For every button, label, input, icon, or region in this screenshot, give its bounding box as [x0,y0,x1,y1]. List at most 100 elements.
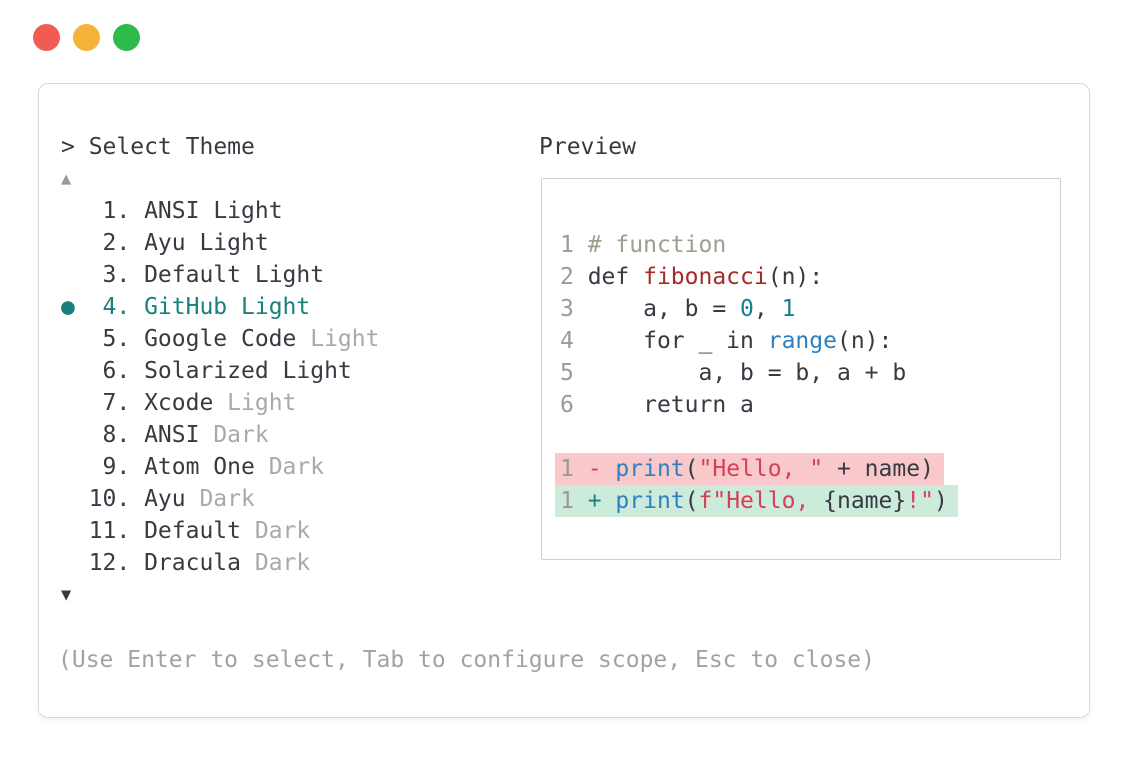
token-call: print [615,456,685,482]
scroll-down-indicator[interactable]: ▼ [61,585,72,605]
theme-item-suffix: Dark [199,486,255,512]
theme-item-label: Ayu [144,230,200,256]
theme-item-ayu-light[interactable]: 2. Ayu Light [61,227,379,259]
theme-item-suffix: Light [199,230,269,256]
theme-item-default-light[interactable]: 3. Default Light [61,259,379,291]
theme-item-number: 1. [102,198,131,224]
theme-item-label: Solarized [144,358,283,384]
line-number: 1 [560,232,588,258]
code-line-added: 1 + print(f"Hello, {name}!") [555,485,958,517]
token-text: return a [587,392,754,418]
token-text: a, b = [587,296,741,322]
theme-item-atom-one-dark[interactable]: 9. Atom One Dark [61,451,379,483]
minimize-button[interactable] [73,24,100,51]
code-line: 1 # function [560,229,726,261]
code-line: 5 a, b = b, a + b [560,357,906,389]
scroll-up-indicator[interactable]: ▲ [61,169,72,189]
theme-item-label: ANSI [144,198,214,224]
theme-item-ansi-light[interactable]: 1. ANSI Light [61,195,379,227]
theme-item-number: 3. [102,262,131,288]
bullet-spacer [61,259,89,291]
token-call: print [615,488,685,514]
code-line [560,421,561,453]
token-minus: - [587,456,616,482]
theme-item-number: 7. [102,390,131,416]
theme-item-suffix: Light [310,326,380,352]
token-comment: # function [587,232,727,258]
theme-item-label: Atom One [144,454,269,480]
theme-item-label: Xcode [144,390,228,416]
footer-hint: (Use Enter to select, Tab to configure s… [58,647,875,673]
theme-item-suffix: Light [227,390,297,416]
theme-item-ayu-dark[interactable]: 10. Ayu Dark [61,483,379,515]
line-number: 6 [560,392,588,418]
line-number: 3 [560,296,588,322]
line-number: 4 [560,328,588,354]
theme-item-solarized-light[interactable]: 6. Solarized Light [61,355,379,387]
token-plus: + [587,488,616,514]
bullet-spacer [61,227,89,259]
theme-item-dracula-dark[interactable]: 12. Dracula Dark [61,547,379,579]
token-text: for _ in [587,328,768,354]
select-theme-title: > Select Theme [61,134,255,160]
theme-item-number: 4. [102,294,131,320]
token-string: "Hello, " [698,456,824,482]
theme-item-suffix: Dark [268,454,325,480]
bullet-spacer [61,483,89,515]
token-text: (n): [767,264,824,290]
bullet-spacer [61,387,89,419]
token-text: + name) [823,456,934,482]
theme-item-default-dark[interactable]: 11. Default Dark [61,515,379,547]
code-line-removed: 1 - print("Hello, " + name) [555,453,944,485]
theme-item-label: Dracula [144,550,255,576]
token-funcdef: fibonacci [643,264,768,290]
theme-item-ansi-dark[interactable]: 8. ANSI Dark [61,419,379,451]
code-line: 2 def fibonacci(n): [560,261,823,293]
theme-item-label: Default [144,262,255,288]
theme-item-number: 6. [102,358,131,384]
token-text: {name} [823,488,907,514]
line-number: 5 [560,360,588,386]
close-button[interactable] [33,24,60,51]
theme-item-number: 9. [102,454,131,480]
code-line: 3 a, b = 0, 1 [560,293,795,325]
zoom-button[interactable] [113,24,140,51]
theme-item-suffix: Dark [254,518,311,544]
theme-list-pane: > Select Theme ▲ 1. ANSI Light 2. Ayu Li… [61,131,379,611]
bullet-spacer [61,547,89,579]
theme-item-number: 8. [102,422,131,448]
theme-item-label: Ayu [144,486,200,512]
token-string: !" [906,488,934,514]
bullet-spacer [61,195,89,227]
theme-item-suffix: Dark [254,550,311,576]
token-number: 0 [740,296,754,322]
theme-picker-window: > Select Theme ▲ 1. ANSI Light 2. Ayu Li… [38,83,1090,718]
token-text: ( [684,456,699,482]
window-controls [33,24,140,51]
theme-item-github-light[interactable]: ●4. GitHub Light [61,291,379,323]
code-line: 4 for _ in range(n): [560,325,892,357]
selected-bullet-icon: ● [61,294,75,320]
theme-item-suffix: Light [254,262,325,288]
theme-item-number: 10. [88,486,131,512]
line-number: 1 [560,488,588,514]
theme-item-xcode-light[interactable]: 7. Xcode Light [61,387,379,419]
theme-item-label: ANSI [144,422,214,448]
token-number: 1 [781,296,796,322]
theme-item-suffix: Light [213,198,283,224]
token-text: def [587,264,644,290]
theme-item-suffix: Light [241,294,311,320]
theme-item-number: 11. [88,518,131,544]
theme-item-label: Default [144,518,255,544]
bullet-spacer [61,419,89,451]
token-text: ) [933,488,948,514]
line-number: 2 [560,264,588,290]
theme-item-suffix: Light [282,358,352,384]
bullet-spacer [61,515,89,547]
theme-item-google-code-light[interactable]: 5. Google Code Light [61,323,380,355]
code-line: 6 return a [560,389,754,421]
token-text: (n): [836,328,893,354]
